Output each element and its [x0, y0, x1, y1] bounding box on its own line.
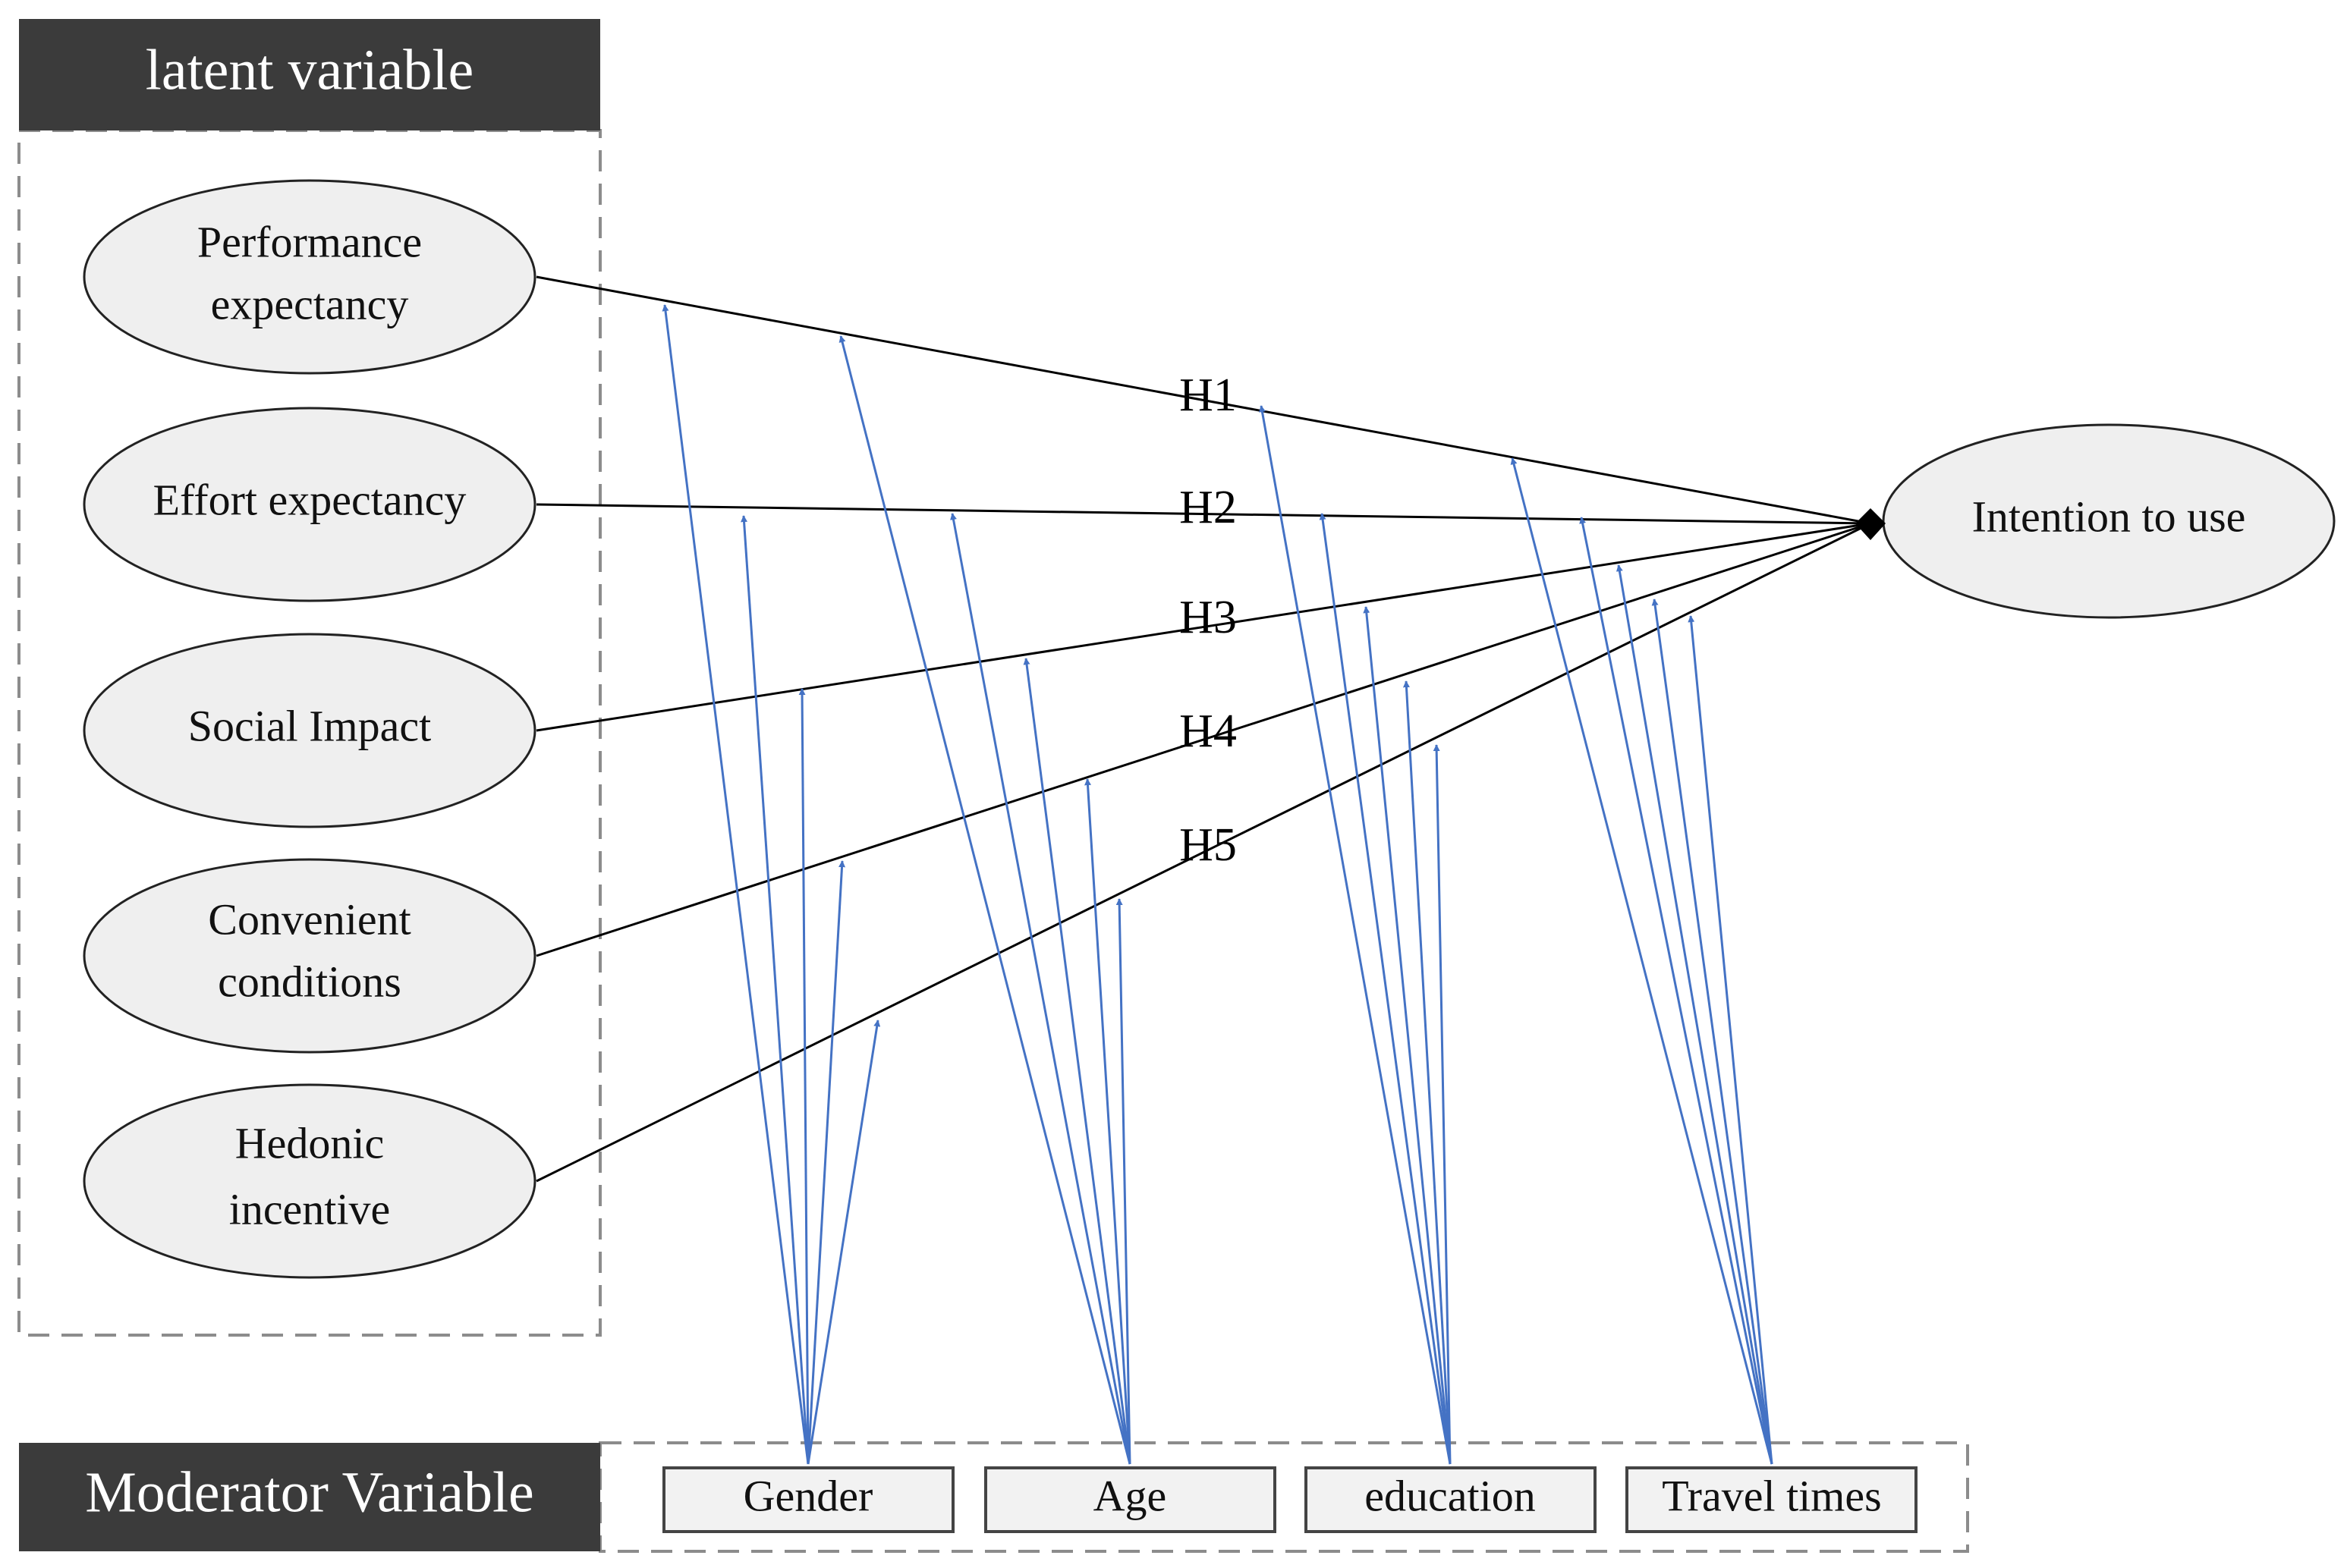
moderator-arrow-age-h4 — [1084, 778, 1131, 1465]
moderator-arrow-travel-times-h5 — [1688, 615, 1773, 1465]
moderator-label: Travel times — [1662, 1471, 1881, 1520]
latent-label-line: expectancy — [211, 279, 409, 328]
latent-ellipse — [83, 1083, 536, 1279]
latent-label-line: Effort expectancy — [153, 475, 467, 524]
path-line-h2 — [536, 503, 1871, 525]
moderator-box-age: Age — [984, 1466, 1276, 1533]
latent-ellipse — [83, 407, 536, 602]
moderator-arrow-education-h3 — [1363, 606, 1452, 1465]
moderator-label: Gender — [744, 1471, 873, 1520]
moderator-box — [662, 1466, 955, 1533]
latent-node-hedonic-incentive: Hedonic incentive — [83, 1083, 536, 1279]
moderator-header-box — [19, 1443, 600, 1551]
moderator-arrow-travel-times-h3 — [1616, 564, 1773, 1465]
latent-label-line: Convenient — [208, 894, 411, 944]
latent-label-line: incentive — [229, 1184, 391, 1233]
moderator-arrow-education-h1 — [1258, 405, 1452, 1465]
latent-label-line: conditions — [218, 957, 401, 1006]
latent-ellipse — [83, 633, 536, 828]
moderator-arrow-gender-h1 — [662, 304, 810, 1465]
moderator-arrow-age-h2 — [950, 513, 1131, 1465]
hypothesis-label-h1: H1 — [1179, 369, 1237, 421]
moderator-box — [984, 1466, 1276, 1533]
moderator-arrow-education-h2 — [1319, 513, 1452, 1465]
moderator-box-education: education — [1304, 1466, 1597, 1533]
latent-label-line: Hedonic — [235, 1118, 385, 1167]
latent-node-effort-expectancy: Effort expectancy — [83, 407, 536, 602]
outcome-arrowhead-diamond — [1855, 508, 1886, 540]
moderator-box-travel-times: Travel times — [1625, 1466, 1918, 1533]
moderator-label: Age — [1093, 1471, 1167, 1520]
hypothesis-label-h2: H2 — [1179, 482, 1237, 533]
moderator-header-label: Moderator Variable — [85, 1460, 534, 1524]
moderator-arrow-age-h5 — [1115, 898, 1131, 1465]
latent-label-line: Social Impact — [188, 701, 432, 750]
hypothesis-labels: H1 H2 H3 H4 H5 — [1179, 369, 1237, 871]
latent-header-box — [19, 19, 600, 130]
outcome-label: Intention to use — [1972, 492, 2246, 541]
moderator-arrow-education-h5 — [1433, 744, 1452, 1465]
latent-node-convenient-conditions: Convenient conditions — [83, 858, 536, 1054]
moderator-box — [1304, 1466, 1597, 1533]
hypothesis-label-h3: H3 — [1179, 592, 1237, 643]
moderator-arrow-travel-times-h4 — [1651, 599, 1773, 1465]
moderator-arrow-travel-times-h1 — [1510, 457, 1773, 1465]
moderator-arrow-gender-h5 — [807, 1020, 881, 1465]
hypothesis-label-h5: H5 — [1179, 819, 1237, 871]
latent-header-label: latent variable — [146, 38, 474, 102]
moderator-arrow-age-h1 — [838, 335, 1131, 1465]
path-line-h1 — [536, 275, 1871, 525]
latent-ellipse — [83, 179, 536, 375]
latent-node-social-impact: Social Impact — [83, 633, 536, 828]
moderator-group-border — [599, 1441, 1969, 1553]
latent-ellipse — [83, 858, 536, 1054]
path-line-h4 — [536, 522, 1871, 957]
moderator-box-gender: Gender — [662, 1466, 955, 1533]
hypothesis-label-h4: H4 — [1179, 705, 1237, 757]
outcome-node-intention-to-use: Intention to use — [1882, 423, 2336, 619]
path-line-h3 — [536, 522, 1871, 732]
moderator-box — [1625, 1466, 1918, 1533]
latent-label-line: Performance — [197, 217, 422, 266]
moderator-arrow-education-h4 — [1402, 680, 1452, 1465]
latent-node-performance-expectancy: Performance expectancy — [83, 179, 536, 375]
moderator-arrow-gender-h3 — [798, 688, 810, 1465]
moderator-label: education — [1364, 1471, 1535, 1520]
moderator-arrow-gender-h2 — [741, 515, 810, 1465]
latent-group-border — [17, 129, 602, 1337]
moderator-arrow-travel-times-h2 — [1579, 517, 1773, 1465]
moderator-arrow-gender-h4 — [807, 860, 846, 1465]
moderator-arrow-age-h3 — [1023, 658, 1131, 1465]
moderator-arrows — [662, 304, 1773, 1465]
